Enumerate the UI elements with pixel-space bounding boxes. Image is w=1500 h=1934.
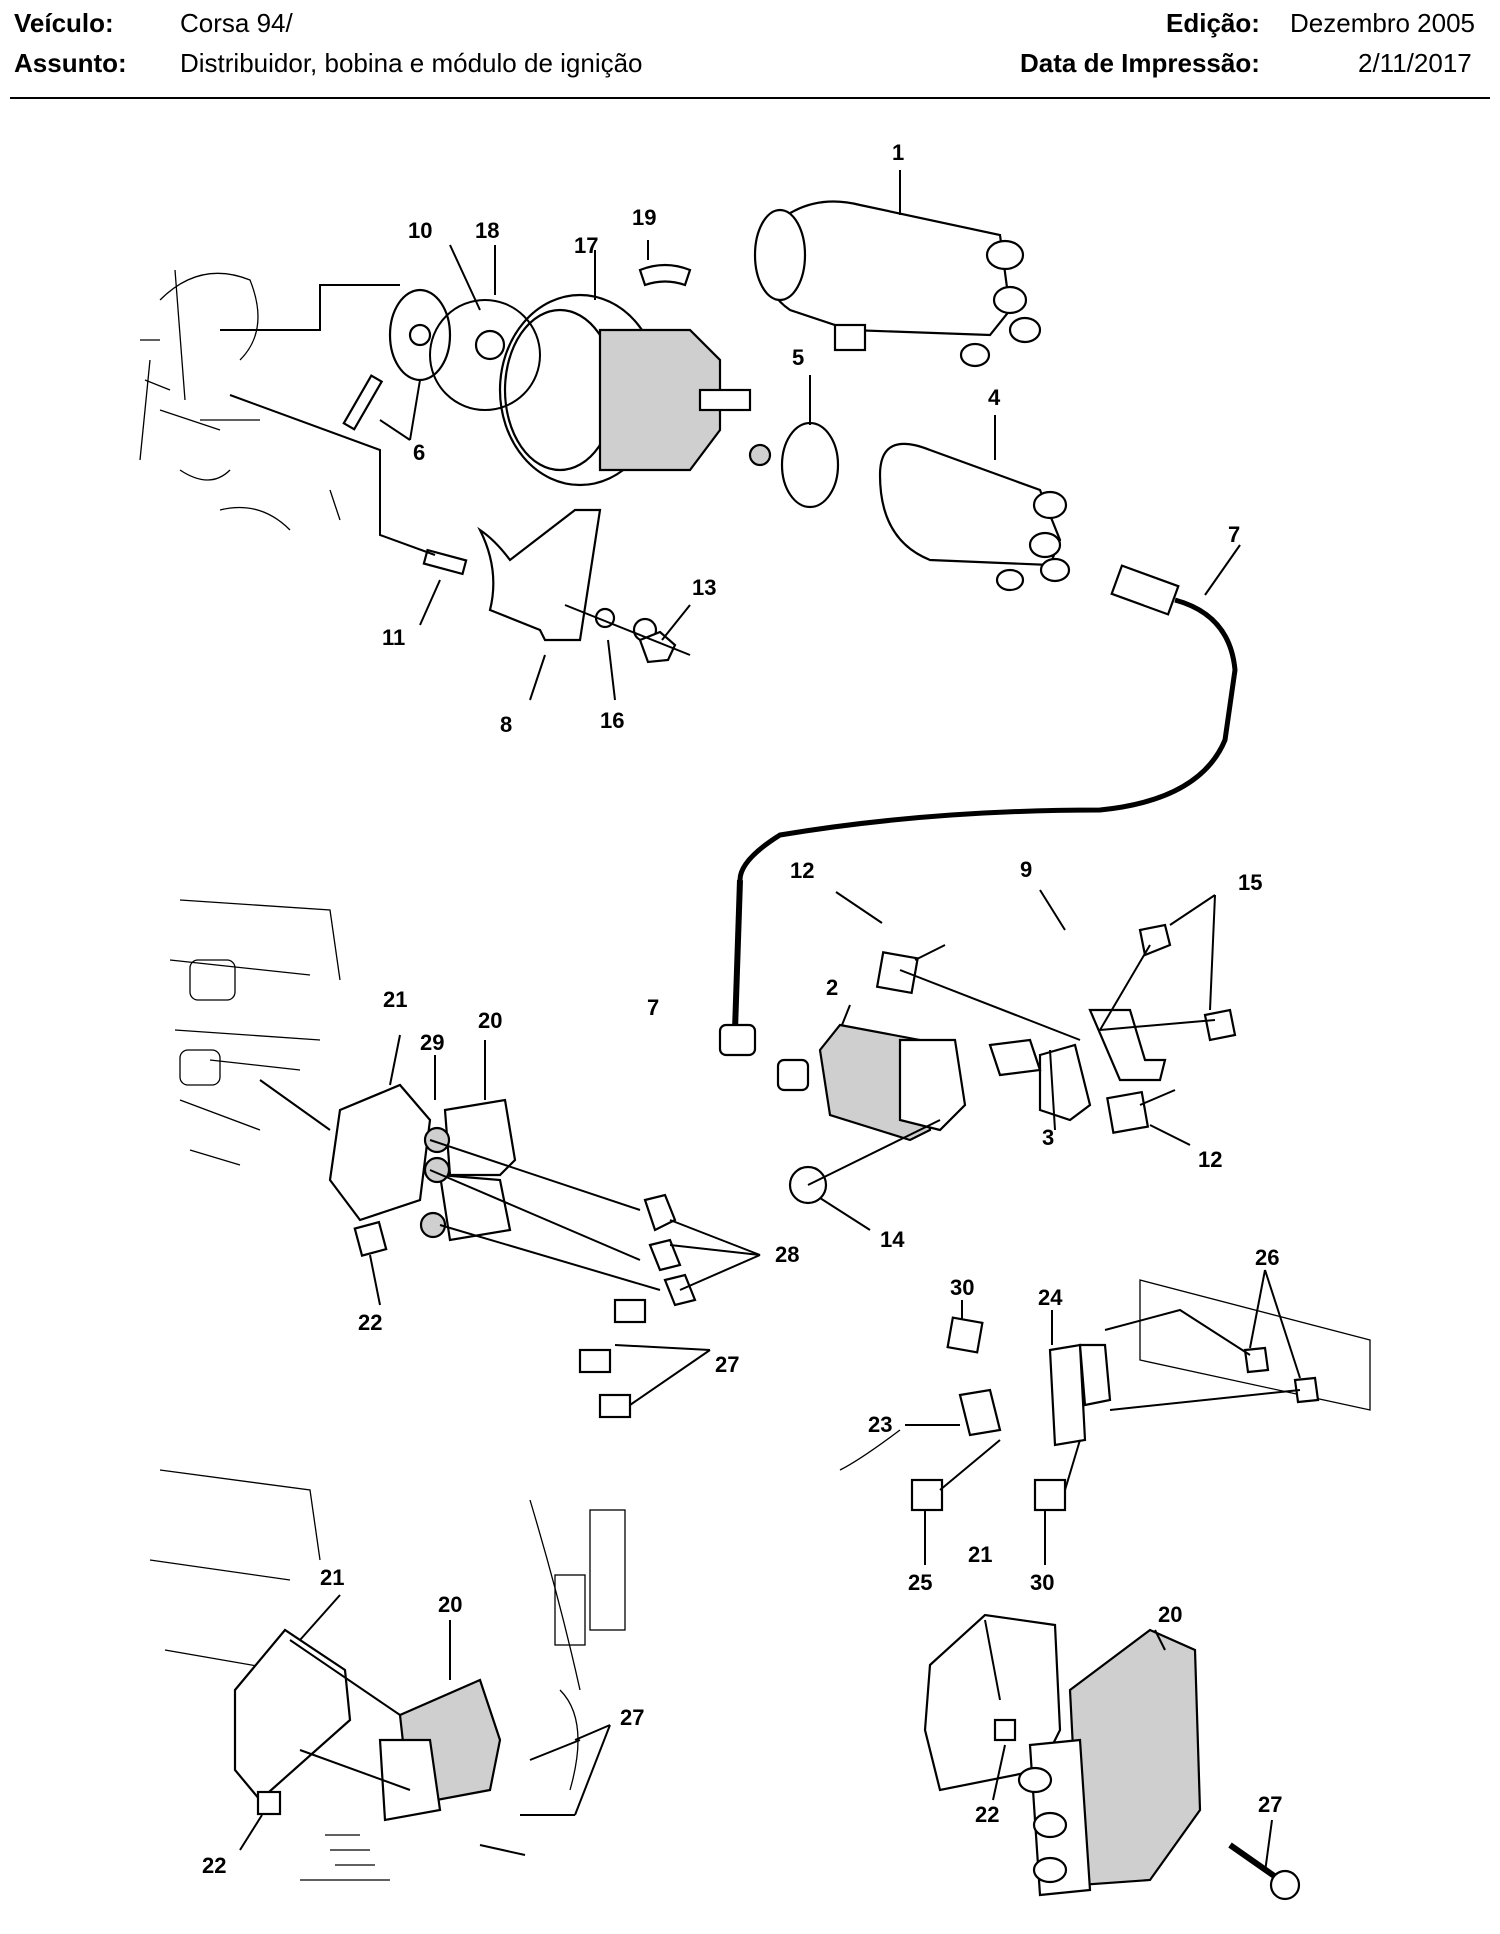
callout-1: 1 (892, 140, 904, 165)
callout-27-bottom: 27 (620, 1705, 644, 1730)
subject-value: Distribuidor, bobina e módulo de ignição (180, 48, 643, 78)
coil-module-mid (259, 1034, 761, 1419)
callout-23: 23 (868, 1412, 892, 1437)
rotor (748, 375, 840, 509)
callout-7-upper: 7 (1228, 522, 1240, 547)
callout-13: 13 (692, 575, 716, 600)
coil-module-bottom (233, 1594, 611, 1856)
callout-18: 18 (475, 218, 499, 243)
callout-27-mid: 27 (715, 1352, 739, 1377)
callout-30-upper: 30 (950, 1275, 974, 1300)
header-divider (10, 97, 1490, 99)
edition-label: Edição: (1166, 8, 1260, 38)
callout-14: 14 (880, 1227, 905, 1252)
callout-21-mid: 21 (383, 987, 407, 1012)
vehicle-label: Veículo: (14, 8, 114, 38)
callout-22-bottom: 22 (202, 1853, 226, 1878)
callout-25: 25 (908, 1570, 932, 1595)
callout-17: 17 (574, 233, 598, 258)
callout-29: 29 (420, 1030, 444, 1055)
callout-27-bottom-right: 27 (1258, 1792, 1282, 1817)
callout-2: 2 (826, 975, 838, 1000)
callout-24: 24 (1038, 1285, 1063, 1310)
callout-20-bottom: 20 (438, 1592, 462, 1617)
callout-9: 9 (1020, 857, 1032, 882)
distributor-cap-assembly (753, 170, 1042, 368)
callout-20-bottom-right: 20 (1158, 1602, 1182, 1627)
subject-label: Assunto: (14, 48, 127, 78)
callout-30-lower: 30 (1030, 1570, 1054, 1595)
callout-5: 5 (792, 345, 804, 370)
distributor-cap (878, 415, 1071, 592)
callout-12-upper: 12 (790, 858, 814, 883)
callout-19: 19 (632, 205, 656, 230)
mount-bracket-parts (229, 394, 691, 701)
engine-sketch-top (139, 269, 341, 531)
vehicle-value: Corsa 94/ (180, 8, 293, 38)
callout-6: 6 (413, 440, 425, 465)
callout-21-bottom-right: 21 (968, 1542, 992, 1567)
distributor-body (498, 250, 752, 487)
parts-diagram: 1 2 3 4 5 6 7 7 8 9 10 11 12 12 13 14 15… (139, 140, 1371, 1901)
callout-10: 10 (408, 218, 432, 243)
callout-4: 4 (988, 385, 1001, 410)
coil-bracket-parts (788, 889, 1237, 1231)
callout-15: 15 (1238, 870, 1262, 895)
callout-8: 8 (500, 712, 512, 737)
ignition-coil (776, 1004, 967, 1142)
coupling-parts (220, 240, 692, 441)
callout-12-lower: 12 (1198, 1147, 1222, 1172)
ht-cable (718, 544, 1241, 1057)
callout-22-mid: 22 (358, 1310, 382, 1335)
print-date-value: 2/11/2017 (1358, 48, 1472, 78)
callout-20-mid: 20 (478, 1008, 502, 1033)
edition-value: Dezembro 2005 (1290, 8, 1475, 38)
callout-22-bottom-right: 22 (975, 1802, 999, 1827)
callout-28: 28 (775, 1242, 799, 1267)
callout-labels: 1 2 3 4 5 6 7 7 8 9 10 11 12 12 13 14 15… (202, 140, 1282, 1878)
coil-module-bottom-right (923, 1613, 1301, 1901)
callout-16: 16 (600, 708, 624, 733)
callout-26: 26 (1255, 1245, 1279, 1270)
engine-sketch-bottom (149, 1469, 626, 1881)
module-bracket-right (839, 1269, 1371, 1565)
print-date-label: Data de Impressão: (1020, 48, 1260, 78)
engine-sketch-mid (169, 899, 341, 1166)
callout-21-bottom: 21 (320, 1565, 344, 1590)
callout-7-lower: 7 (647, 995, 659, 1020)
callout-11: 11 (382, 625, 405, 650)
callout-3: 3 (1042, 1125, 1054, 1150)
